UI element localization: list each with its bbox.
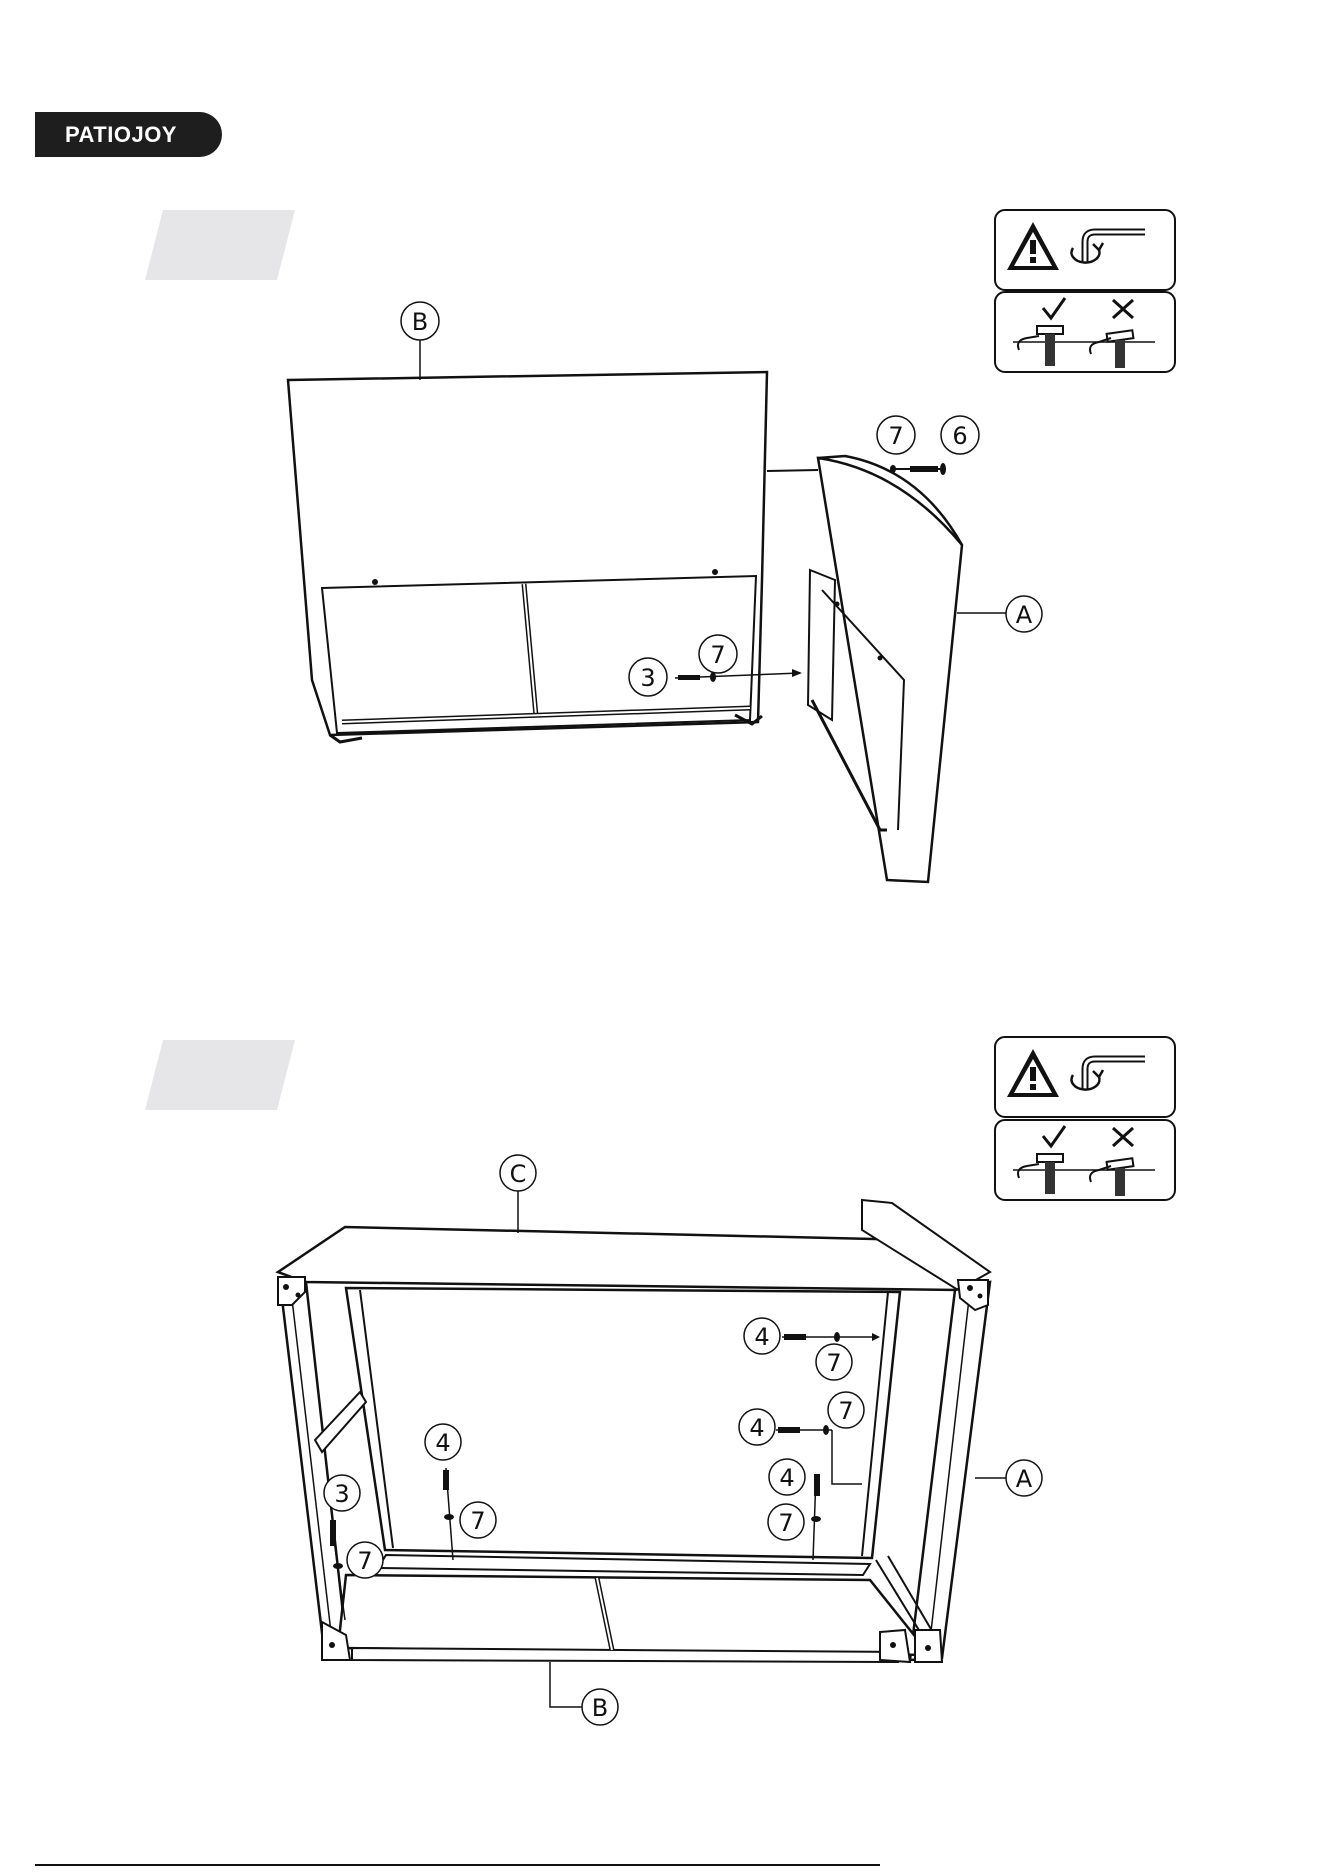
callout-bolt-4-c: 4 (425, 1424, 461, 1460)
step-2-tighten-panel (995, 1120, 1175, 1200)
callout-washer-7-b: 7 (828, 1392, 864, 1428)
callout-bolt-6-top: 6 (941, 416, 979, 454)
bolt-tighten-check-icon (995, 292, 1175, 372)
svg-text:6: 6 (952, 422, 967, 450)
callout-bolt-4-a: 4 (744, 1318, 780, 1354)
callout-panel-c: C (500, 1155, 536, 1233)
svg-text:4: 4 (754, 1323, 769, 1351)
callout-panel-b: B (550, 1662, 618, 1725)
svg-text:A: A (1016, 1465, 1033, 1493)
step-1-drawing: B A 7 6 7 3 (288, 210, 1175, 882)
callout-bolt-3-mid: 3 (629, 658, 667, 696)
svg-text:3: 3 (640, 664, 655, 692)
step-2-drawing: C A B 4 7 7 (278, 1037, 1175, 1725)
svg-text:7: 7 (710, 641, 725, 669)
svg-text:4: 4 (749, 1414, 764, 1442)
svg-text:7: 7 (470, 1507, 485, 1535)
svg-text:B: B (592, 1694, 608, 1722)
callout-panel-b: B (401, 302, 439, 380)
svg-text:7: 7 (357, 1547, 372, 1575)
callout-bolt-4-b: 4 (739, 1409, 775, 1445)
step-2-warning-panel (995, 1037, 1175, 1117)
warning-triangle-icon (995, 1037, 1175, 1117)
svg-text:4: 4 (435, 1429, 450, 1457)
callout-washer-7-top: 7 (877, 416, 915, 454)
svg-text:7: 7 (826, 1349, 841, 1377)
bolt-tighten-check-icon (995, 1120, 1175, 1200)
panel-a-side (818, 458, 962, 882)
svg-text:A: A (1016, 601, 1033, 629)
callout-washer-7-d: 7 (768, 1504, 804, 1540)
callout-bolt-3: 3 (324, 1475, 360, 1511)
callout-washer-7-mid: 7 (699, 635, 737, 673)
svg-text:4: 4 (779, 1464, 794, 1492)
callout-panel-a: A (975, 1460, 1042, 1496)
callout-washer-7-c: 7 (460, 1502, 496, 1538)
svg-text:C: C (510, 1160, 527, 1188)
callout-bolt-4-d: 4 (769, 1459, 805, 1495)
step-1-tighten-panel (995, 292, 1175, 372)
callout-washer-7-a: 7 (816, 1344, 852, 1380)
svg-text:7: 7 (838, 1397, 853, 1425)
svg-text:7: 7 (888, 422, 903, 450)
footer-rule (35, 1864, 880, 1866)
svg-text:7: 7 (778, 1509, 793, 1537)
svg-text:3: 3 (334, 1480, 349, 1508)
callout-panel-a: A (957, 596, 1042, 632)
panel-c-top (278, 1227, 958, 1290)
svg-text:B: B (412, 308, 428, 336)
warning-triangle-icon (995, 210, 1175, 290)
panel-b-base (338, 1575, 930, 1655)
callout-washer-7-e: 7 (347, 1542, 383, 1578)
step-1-warning-panel (995, 210, 1175, 290)
